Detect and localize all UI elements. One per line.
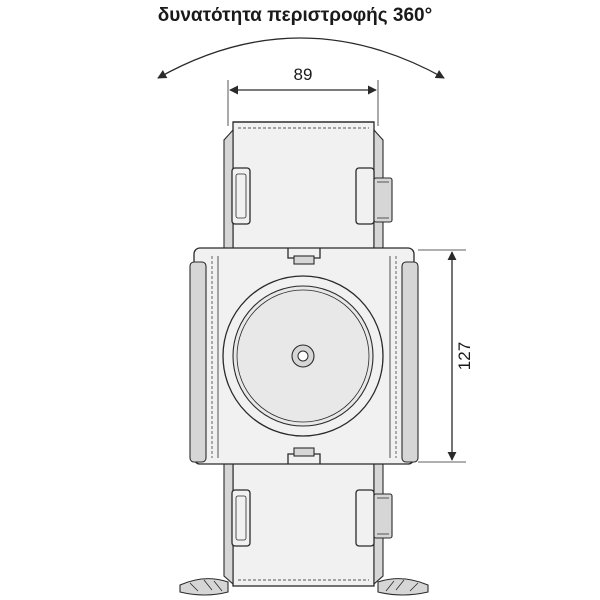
height-dimension: 127 — [418, 249, 474, 463]
rotating-disc — [222, 275, 384, 437]
rotation-caption: δυνατότητα περιστροφής 360° — [158, 5, 432, 26]
lower-clips — [231, 489, 393, 547]
upper-clips — [231, 167, 393, 225]
base-foot — [179, 578, 429, 596]
width-label: 89 — [294, 65, 313, 84]
width-dimension: 89 — [227, 65, 379, 126]
height-label: 127 — [455, 342, 474, 370]
rotation-arrow — [157, 37, 445, 79]
